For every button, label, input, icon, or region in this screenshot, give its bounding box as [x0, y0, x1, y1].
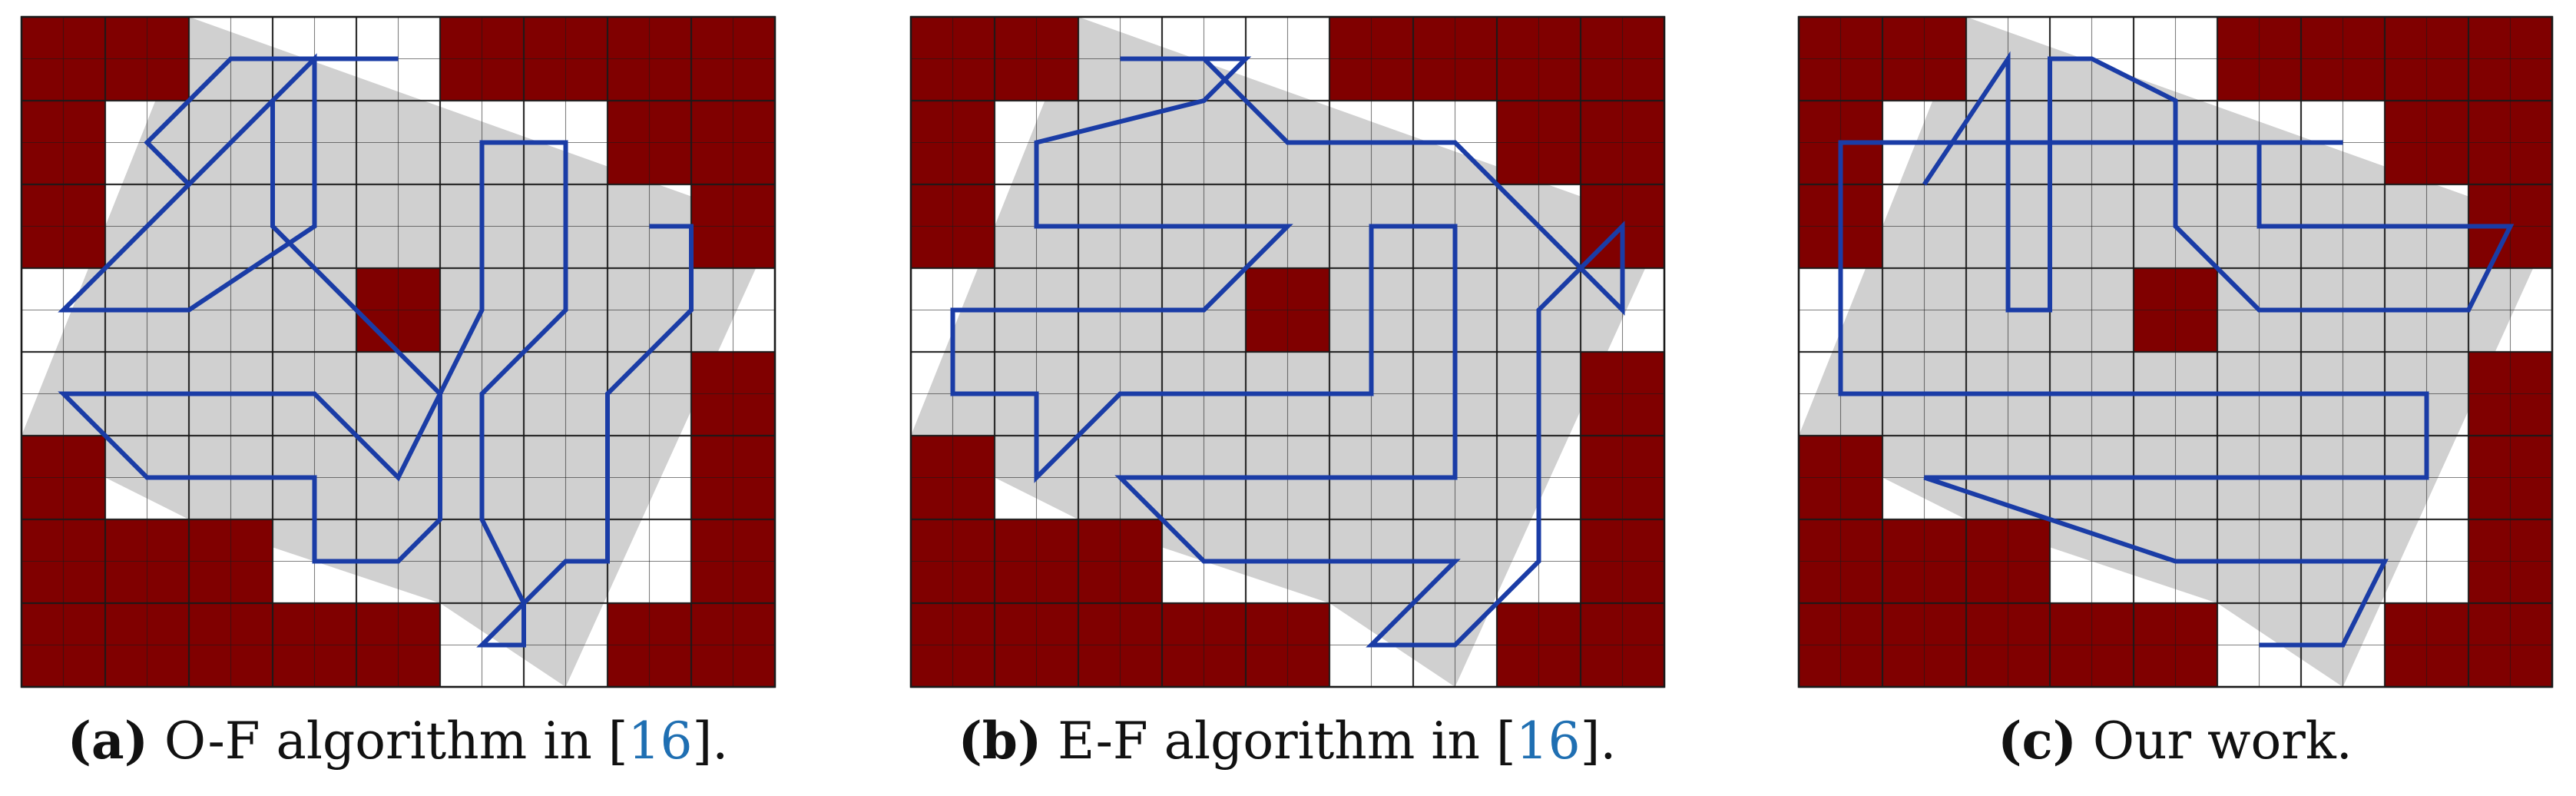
panel-a — [20, 15, 776, 688]
caption-c-text: Our work. — [2076, 711, 2353, 771]
coverage-path — [1838, 51, 2515, 648]
caption-a-citation-link[interactable]: 16 — [627, 711, 693, 771]
grid-border — [20, 15, 776, 688]
coverage-path — [58, 53, 694, 648]
grid-border — [909, 15, 1666, 688]
caption-b: (b) E-F algorithm in [16]. — [903, 711, 1671, 771]
coverage-path — [950, 56, 1625, 648]
caption-a-label: (a) — [67, 711, 148, 771]
caption-b-end: ]. — [1580, 711, 1617, 771]
panel-b — [909, 15, 1666, 688]
caption-c-label: (c) — [1998, 711, 2077, 771]
caption-a-text: O-F algorithm in [ — [147, 711, 628, 771]
caption-c: (c) Our work. — [1791, 711, 2559, 771]
grid-border — [1797, 15, 2554, 688]
caption-b-text: E-F algorithm in [ — [1041, 711, 1516, 771]
caption-a: (a) O-F algorithm in [16]. — [14, 711, 782, 771]
caption-a-end: ]. — [692, 711, 729, 771]
caption-b-citation-link[interactable]: 16 — [1515, 711, 1581, 771]
caption-b-label: (b) — [958, 711, 1042, 771]
panel-c — [1797, 15, 2554, 688]
